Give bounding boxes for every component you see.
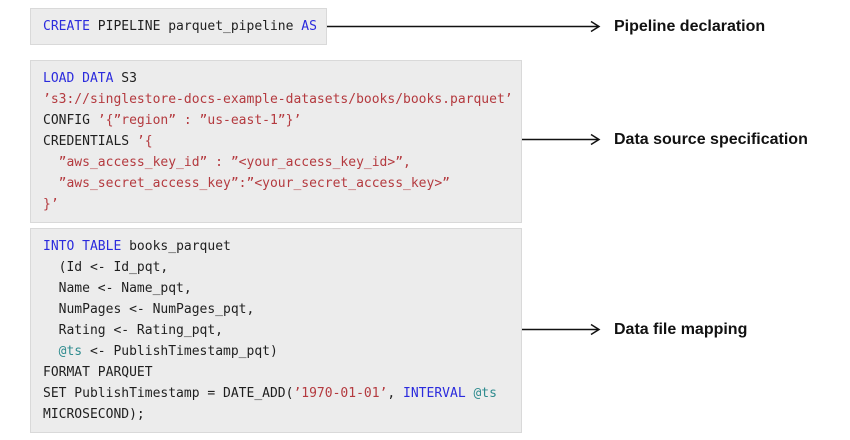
code-line: SET PublishTimestamp = DATE_ADD(’1970-01… (43, 383, 509, 404)
code-token-plain: MICROSECOND); (43, 407, 145, 422)
code-block-data-source-specification: LOAD DATA S3 ’s3://singlestore-docs-examp… (30, 60, 522, 223)
code-token-string: }’ (43, 197, 59, 212)
code-token-plain: FORMAT PARQUET (43, 365, 153, 380)
code-token-keyword: INTERVAL (403, 386, 466, 401)
code-token-plain: SET PublishTimestamp = DATE_ADD( (43, 386, 294, 401)
arrow-head-icon (590, 20, 601, 33)
annotation-label-data-file-mapping: Data file mapping (614, 321, 748, 338)
code-token-plain: CREDENTIALS (43, 134, 137, 149)
code-line: ’s3://singlestore-docs-example-datasets/… (43, 89, 513, 110)
code-line: FORMAT PARQUET (43, 362, 509, 383)
code-line: (Id <- Id_pqt, (43, 257, 509, 278)
code-line: ”aws_access_key_id” : ”<your_access_key_… (43, 152, 509, 173)
code-token-plain: CONFIG (43, 113, 98, 128)
code-line: Name <- Name_pqt, (43, 278, 509, 299)
code-token-string: ”aws_secret_access_key”:”<your_secret_ac… (43, 176, 450, 191)
code-block-data-file-mapping: INTO TABLE books_parquet (Id <- Id_pqt, … (30, 228, 522, 433)
annotation-label-pipeline-declaration: Pipeline declaration (614, 18, 766, 35)
code-line: Rating <- Rating_pqt, (43, 320, 509, 341)
code-token-plain: PIPELINE parquet_pipeline (89, 19, 302, 34)
code-token-plain: Rating <- Rating_pqt, (43, 323, 224, 338)
code-token-plain: , (387, 386, 404, 401)
annotation-label-data-source-specification: Data source specification (614, 131, 808, 148)
arrow-head-icon (590, 323, 601, 336)
code-token-keyword: CREATE (43, 19, 90, 34)
code-token-variable: @ts (473, 386, 497, 401)
code-line: CREATE PIPELINE parquet_pipeline AS (43, 16, 317, 37)
annotation-arrow-pipeline-declaration (327, 20, 601, 33)
code-token-variable: @ts (58, 344, 83, 359)
code-token-string: ’{”region” : ”us-east-1”}’ (97, 113, 302, 128)
code-block-pipeline-declaration: CREATE PIPELINE parquet_pipeline AS (30, 8, 327, 45)
code-line: CONFIG ’{”region” : ”us-east-1”}’ (43, 110, 509, 131)
code-token-keyword: LOAD DATA (43, 71, 114, 86)
code-token-plain: (Id <- Id_pqt, (43, 260, 169, 275)
code-token-plain (43, 344, 59, 359)
code-line: }’ (43, 194, 509, 215)
code-token-string: ’1970-01-01’ (293, 386, 388, 401)
code-token-plain: NumPages <- NumPages_pqt, (43, 302, 255, 317)
code-line: NumPages <- NumPages_pqt, (43, 299, 509, 320)
code-token-plain: S3 (113, 71, 137, 86)
code-token-string: ’s3://singlestore-docs-example-datasets/… (43, 92, 513, 107)
annotation-arrow-data-source-specification (522, 133, 601, 146)
code-token-string: ’{ (136, 134, 153, 149)
code-token-keyword: INTO TABLE (43, 239, 122, 254)
arrow-head-icon (590, 133, 601, 146)
code-line: ”aws_secret_access_key”:”<your_secret_ac… (43, 173, 509, 194)
code-line: CREDENTIALS ’{ (43, 131, 509, 152)
code-line: @ts <- PublishTimestamp_pqt) (43, 341, 509, 362)
code-token-plain: Name <- Name_pqt, (43, 281, 192, 296)
code-token-string: ”aws_access_key_id” : ”<your_access_key_… (43, 155, 411, 170)
code-token-plain: books_parquet (121, 239, 231, 254)
code-line: INTO TABLE books_parquet (43, 236, 509, 257)
code-token-keyword: AS (301, 19, 317, 34)
code-line: MICROSECOND); (43, 404, 509, 425)
code-line: LOAD DATA S3 (43, 68, 509, 89)
annotation-arrow-data-file-mapping (522, 323, 601, 336)
code-token-plain: <- PublishTimestamp_pqt) (82, 344, 278, 359)
